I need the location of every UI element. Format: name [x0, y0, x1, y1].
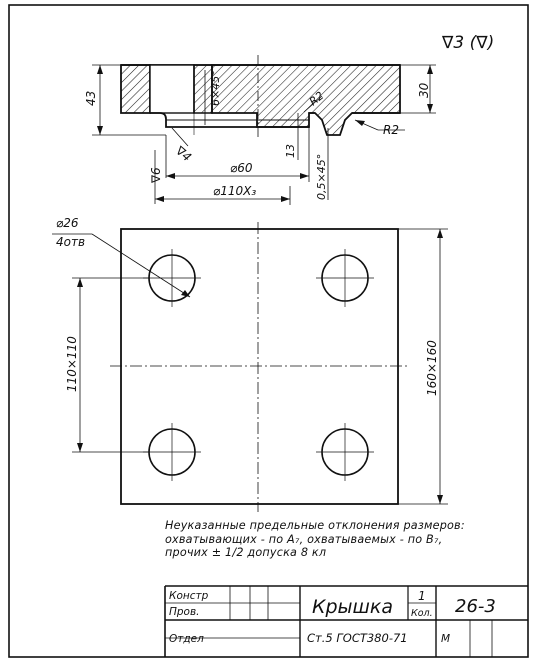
dim-depth: 13: [284, 144, 297, 158]
hole-top-left: [143, 249, 201, 307]
dim-chamfer-top: 6×45°: [209, 70, 222, 106]
plan-arrows: [77, 229, 443, 504]
roughness-bottom: ∇4: [172, 143, 194, 164]
hole-bottom-right: [316, 423, 374, 481]
plan-dimensions: [52, 228, 448, 505]
section-view: [120, 55, 401, 140]
hole-callout-count: 4отв: [56, 235, 85, 249]
tolerance-note-line-2: охватывающих - по А₇, охватываемых - по …: [165, 532, 443, 546]
material-spec: Ст.5 ГОСТ380-71: [307, 631, 408, 645]
hole-bottom-left: [143, 423, 201, 481]
title-row-checker: Пров.: [169, 606, 200, 618]
hole-callout-diameter: ⌀26: [56, 216, 79, 230]
title-block: [164, 585, 528, 657]
dimension-arrows: [97, 65, 433, 202]
dim-diameter-outer: ⌀110X₃: [213, 184, 256, 198]
roughness-left: ∇6: [149, 167, 163, 184]
section-right-body: [211, 64, 401, 136]
roughness-symbol: ∇3 (∇): [441, 33, 494, 53]
title-row-constructor: Констр: [169, 590, 209, 602]
dim-fillet-right: R2: [383, 123, 399, 137]
tolerance-note-line-3: прочих ± 1/2 допуска 8 кл: [165, 546, 327, 559]
plan-view: [110, 222, 408, 512]
dim-chamfer-bottom: 0,5×45°: [315, 154, 328, 200]
dim-plate-size: 160×160: [425, 340, 439, 396]
dim-hole-spacing: 110×110: [65, 336, 79, 392]
dim-height-body: 30: [417, 82, 431, 98]
section-left-body: [120, 64, 151, 114]
title-row-department: Отдел: [169, 633, 204, 645]
scale-label: М: [441, 633, 450, 645]
drawing-number: 26-3: [455, 596, 496, 617]
plate-outline: [120, 228, 399, 505]
sheet-border: [8, 4, 529, 658]
quantity-value: 1: [418, 589, 426, 603]
tolerance-note: Неуказанные предельные отклонения размер…: [165, 519, 525, 560]
quantity-label: Кол.: [411, 608, 433, 619]
part-name: Крышка: [312, 596, 393, 618]
hole-top-right: [316, 249, 374, 307]
dim-height-total: 43: [84, 91, 98, 106]
dim-diameter-inner: ⌀60: [230, 161, 253, 175]
tolerance-note-line-1: Неуказанные предельные отклонения размер…: [165, 519, 465, 532]
